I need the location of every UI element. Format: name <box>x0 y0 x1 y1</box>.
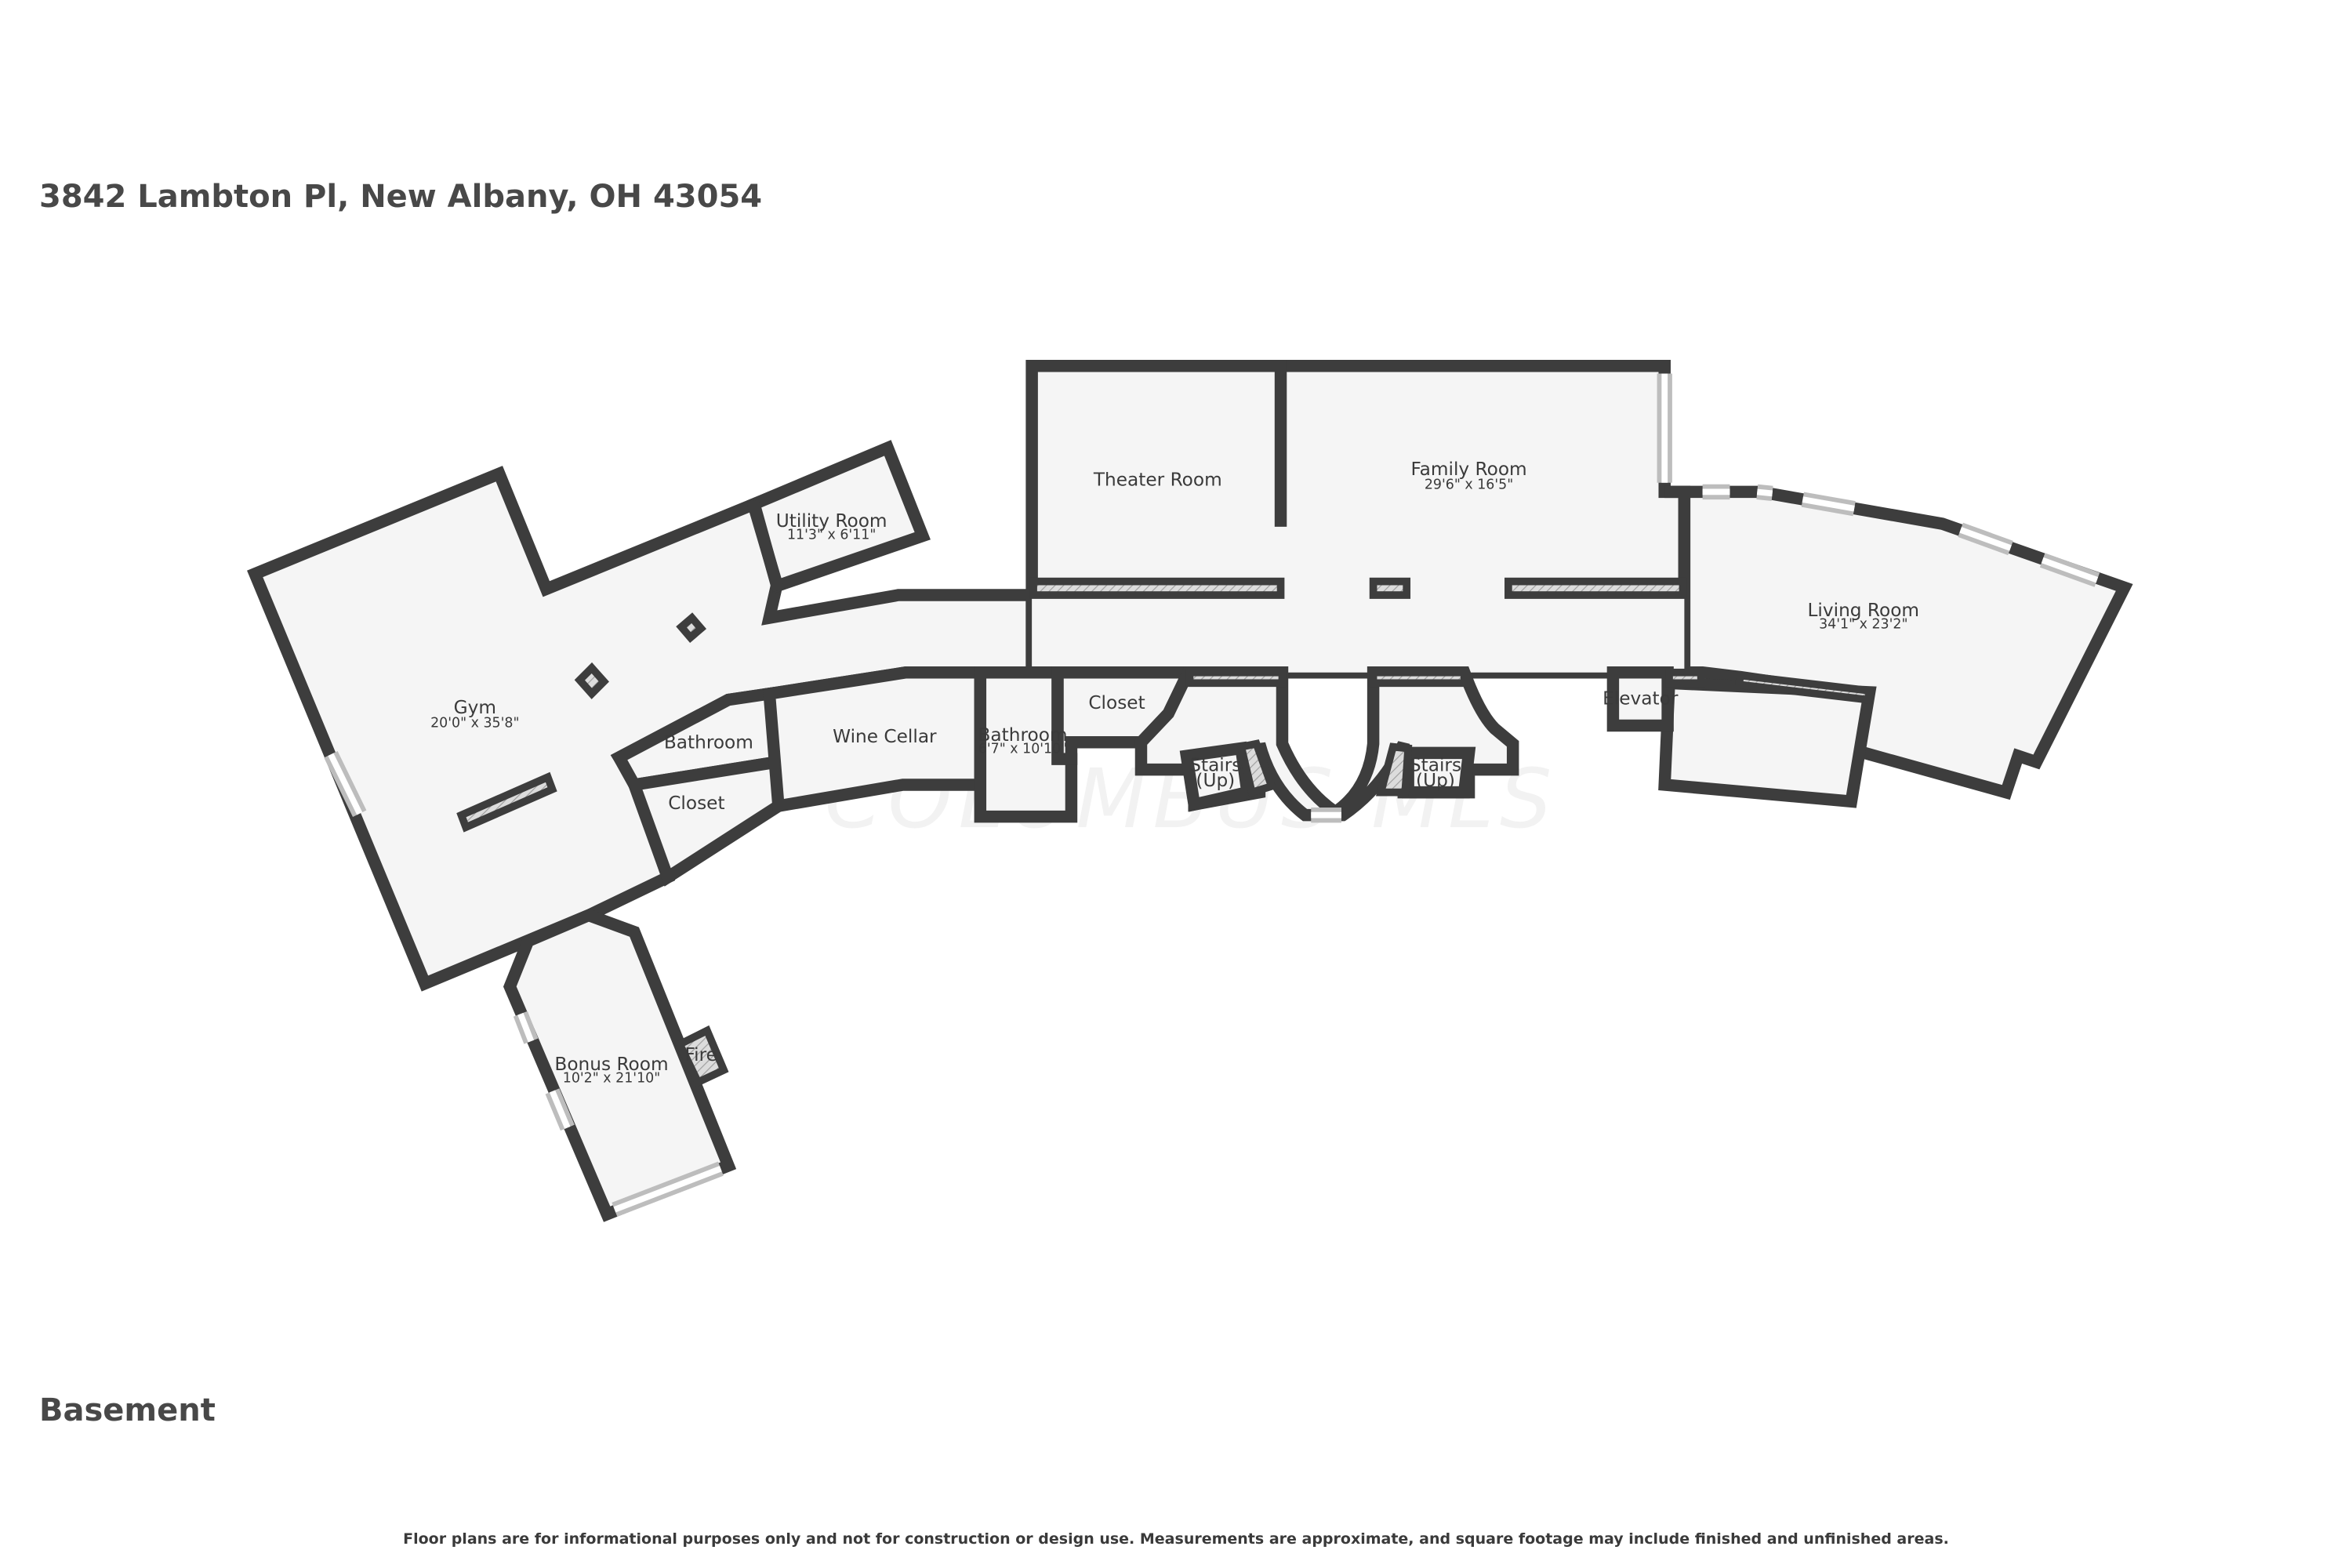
builtin-family <box>1504 577 1687 599</box>
label-gym: Gym <box>454 697 496 718</box>
builtin-theater <box>1029 577 1285 599</box>
bonus-room <box>503 909 737 1222</box>
label-stairs-left-up: (Up) <box>1196 770 1235 791</box>
dims-family-room: 29'6" x 16'5" <box>1425 477 1513 493</box>
property-address: 3842 Lambton Pl, New Albany, OH 43054 <box>39 179 763 215</box>
label-stairs-right: Stairs <box>1410 755 1461 776</box>
label-stairs-left: Stairs <box>1189 755 1241 776</box>
floor-level-label: Basement <box>39 1392 216 1428</box>
gym-column-1 <box>574 662 609 699</box>
fireplace-box <box>674 1025 729 1087</box>
builtin-elevator <box>1665 668 1705 688</box>
builtin-column <box>1369 577 1411 599</box>
builtin-east <box>1734 671 1875 704</box>
label-bonus-room: Bonus Room <box>554 1054 668 1075</box>
label-elevator: Elevator <box>1602 688 1679 709</box>
label-theater-room: Theater Room <box>1093 470 1222 491</box>
label-closet-2: Closet <box>1088 692 1145 713</box>
windows <box>324 373 2100 1217</box>
closet-1 <box>626 754 785 887</box>
disclaimer-text: Floor plans are for informational purpos… <box>403 1530 1949 1548</box>
east-room <box>1658 677 1877 808</box>
stair-rail-right <box>1375 742 1413 797</box>
label-living-room: Living Room <box>1808 600 1920 621</box>
dims-bonus-room: 10'2" x 21'10" <box>563 1070 660 1086</box>
dims-bathroom-2: 6'7" x 10'10" <box>978 741 1067 757</box>
label-wine-cellar: Wine Cellar <box>833 726 937 747</box>
stairs-left <box>1179 741 1254 812</box>
builtin-hall-1 <box>1185 668 1287 688</box>
label-bathroom-1: Bathroom <box>664 732 753 753</box>
hall-fill <box>1032 595 1685 673</box>
dims-living-room: 34'1" x 23'2" <box>1819 617 1907 633</box>
label-family-room: Family Room <box>1410 459 1526 480</box>
label-closet-1: Closet <box>668 793 724 814</box>
dims-gym: 20'0" x 35'8" <box>430 715 519 731</box>
dims-utility-room: 11'3" x 6'11" <box>787 527 876 543</box>
gym-column-2 <box>676 612 707 644</box>
stair-rail-left <box>1236 739 1277 797</box>
label-fireplace: Fire <box>684 1044 717 1065</box>
wall-utility <box>746 499 785 593</box>
label-utility-room: Utility Room <box>776 510 887 532</box>
label-bathroom-2: Bathroom <box>978 724 1067 746</box>
label-stairs-right-up: (Up) <box>1416 770 1455 791</box>
elevator-shaft <box>1606 666 1674 732</box>
gym-bench <box>456 771 557 833</box>
builtin-hall-2 <box>1369 668 1468 688</box>
